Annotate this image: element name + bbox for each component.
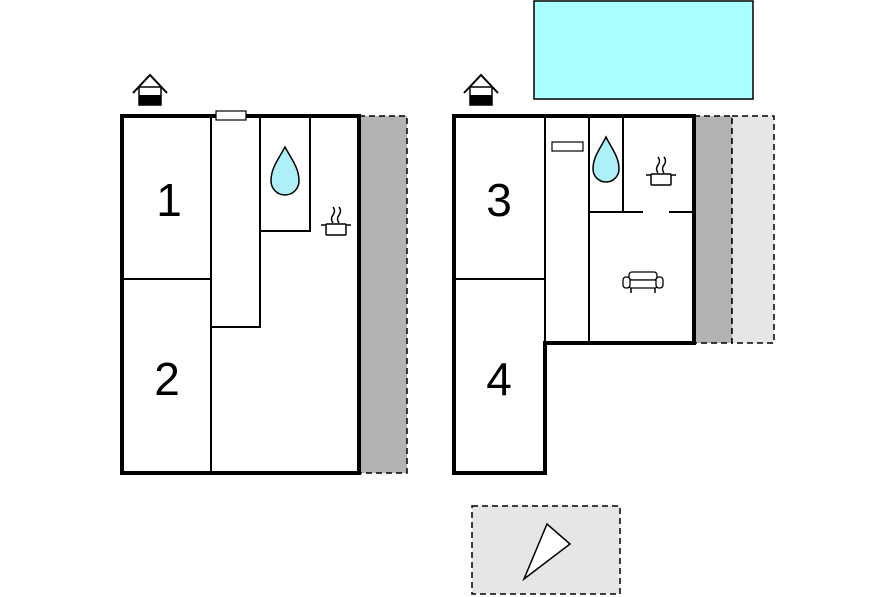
right-building-outline	[452, 114, 696, 475]
room-number-1: 1	[156, 174, 182, 226]
left-building	[120, 114, 361, 475]
wall-bathroom	[260, 116, 311, 232]
radiator-icon-left	[215, 110, 247, 121]
room-number-2: 2	[154, 353, 180, 405]
water-drop-icon-right	[592, 135, 620, 183]
sofa-icon	[622, 271, 664, 293]
terrace-right-dark	[693, 115, 733, 344]
left-building-outline	[120, 114, 361, 475]
entrance-icon-right	[463, 73, 499, 106]
compass-arrow-icon	[522, 522, 572, 582]
entrance-icon-left	[132, 73, 168, 106]
right-building	[452, 114, 696, 475]
room-number-3: 3	[486, 174, 512, 226]
wall-hall-corridor	[211, 116, 261, 328]
terrace-right-light	[731, 115, 775, 344]
water-drop-icon-left	[270, 145, 300, 196]
cooking-pot-icon-right	[646, 156, 676, 186]
pool	[533, 0, 754, 100]
terrace-left	[358, 115, 408, 474]
radiator-icon-right	[551, 141, 584, 152]
room-number-4: 4	[486, 353, 512, 405]
cooking-pot-icon-left	[321, 206, 351, 236]
